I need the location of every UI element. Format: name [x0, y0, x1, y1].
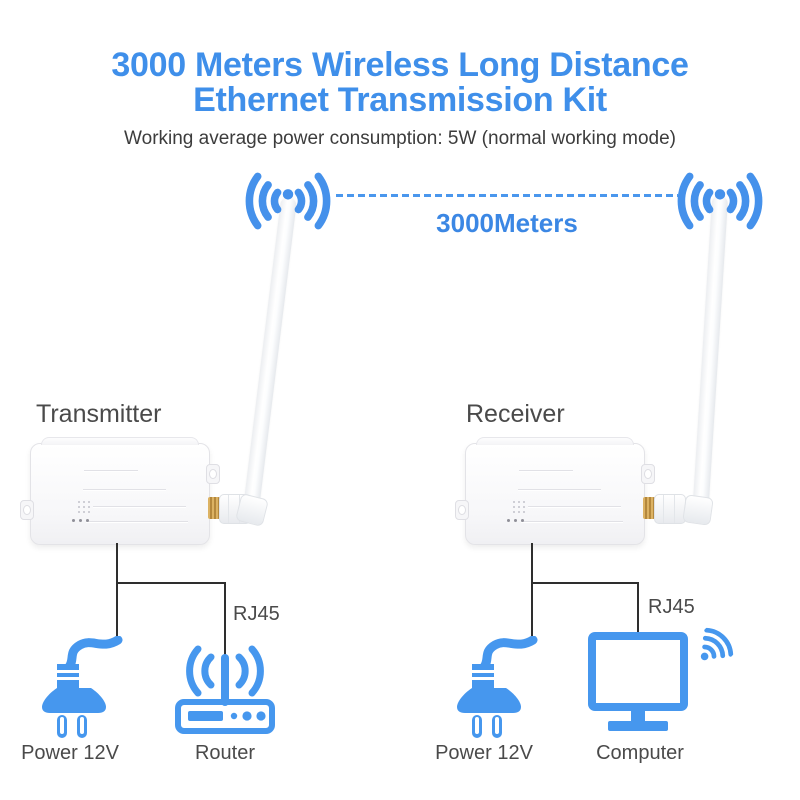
antenna-connector	[643, 497, 655, 519]
mounting-ear	[455, 500, 469, 520]
vent-dots	[513, 501, 515, 503]
receiver-label: Receiver	[466, 400, 565, 428]
receiver-rj45-branch	[531, 582, 639, 584]
led-dots	[72, 519, 75, 522]
power-label: Power 12V	[435, 742, 533, 764]
mounting-ear	[20, 500, 34, 520]
antenna-connector	[208, 497, 220, 519]
page-title-line1: 3000 Meters Wireless Long Distance	[111, 46, 689, 84]
power-plug-icon	[455, 635, 545, 741]
receiver-antenna	[692, 195, 729, 518]
wifi-signal-icon	[672, 165, 768, 237]
transmitter-device	[20, 437, 220, 545]
transmitter-rj45-branch	[116, 582, 226, 584]
mounting-ear	[206, 464, 220, 484]
router-icon	[175, 640, 275, 735]
power-label: Power 12V	[21, 742, 119, 764]
rj45-label: RJ45	[648, 596, 695, 618]
page-title-line2: Ethernet Transmission Kit	[193, 81, 607, 120]
antenna-hinge	[682, 494, 714, 526]
router-label: Router	[194, 742, 256, 764]
antenna-coupler	[654, 494, 686, 524]
wifi-small-icon	[685, 622, 739, 676]
router-rj45-cable	[224, 582, 226, 668]
receiver-power-wire	[531, 543, 533, 639]
computer-label: Computer	[596, 742, 684, 764]
header: 3000 Meters Wireless Long Distance Ether…	[0, 46, 800, 150]
computer-rj45-cable	[637, 582, 639, 634]
wifi-signal-icon	[240, 165, 336, 237]
power-plug-icon	[40, 635, 130, 741]
mounting-ear	[641, 464, 655, 484]
rj45-label: RJ45	[233, 603, 280, 625]
receiver-device	[455, 437, 655, 545]
led-dots	[507, 519, 510, 522]
transmitter-label: Transmitter	[36, 400, 162, 428]
transmitter-antenna	[242, 196, 298, 518]
transmitter-power-wire	[116, 543, 118, 639]
computer-monitor-icon	[588, 632, 688, 735]
page-subtitle: Working average power consumption: 5W (n…	[124, 127, 676, 149]
distance-label: 3000Meters	[436, 208, 578, 238]
vent-dots	[78, 501, 80, 503]
distance-dashed-line	[336, 194, 678, 197]
